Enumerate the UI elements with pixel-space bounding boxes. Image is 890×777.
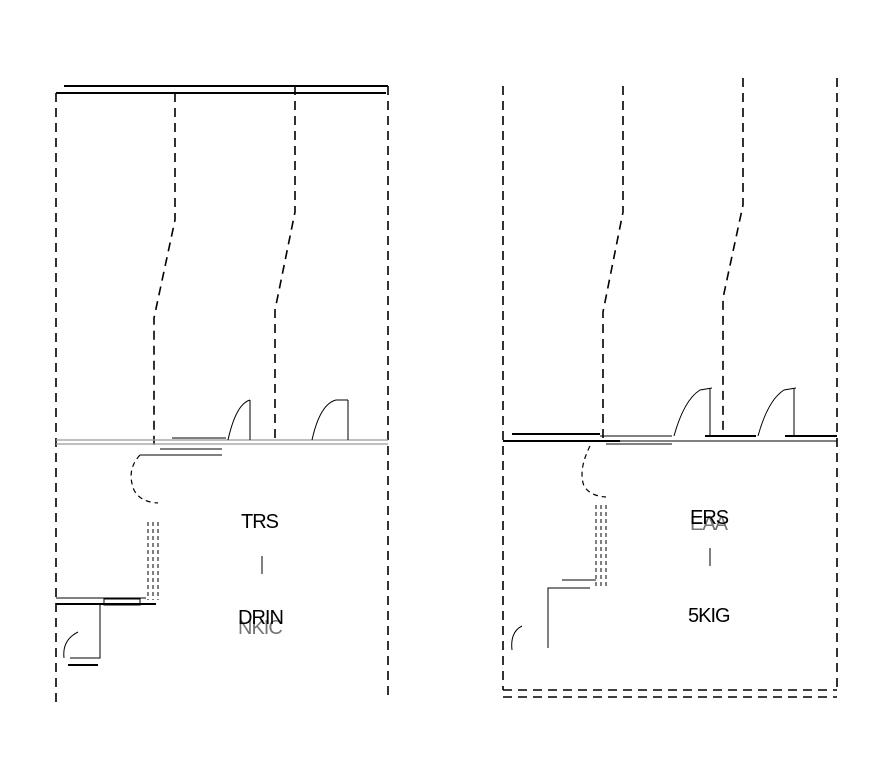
left-step-block: [103, 598, 141, 606]
left-partition-1: [153, 93, 176, 445]
right-label-top: ERS: [690, 507, 729, 529]
right-door-swing-1: [673, 387, 713, 437]
right-small-arc: [511, 625, 523, 651]
right-label-overlay: EAA: [690, 513, 729, 535]
left-partition-2: [274, 86, 296, 440]
left-label-bottom: DRIN: [238, 607, 283, 629]
right-partition-2: [722, 78, 744, 436]
left-door-swing-2: [311, 399, 348, 441]
left-door-swing-1: [227, 399, 251, 441]
plan-right: ERS EAA 5KIG: [502, 78, 838, 698]
right-door-swing-2: [757, 387, 797, 437]
left-step-corner: [70, 604, 101, 659]
left-label-top: TRS: [241, 511, 279, 533]
plan-left: TRS DRIN NKIC: [55, 85, 389, 705]
left-small-arc: [63, 631, 79, 659]
left-label-overlay: NKIC: [238, 617, 282, 639]
right-step-corner: [547, 587, 590, 648]
right-label-bottom: 5KIG: [688, 605, 730, 627]
right-partition-1: [602, 86, 624, 440]
left-bay-curve: [130, 454, 159, 504]
right-bay-curve: [581, 445, 607, 498]
